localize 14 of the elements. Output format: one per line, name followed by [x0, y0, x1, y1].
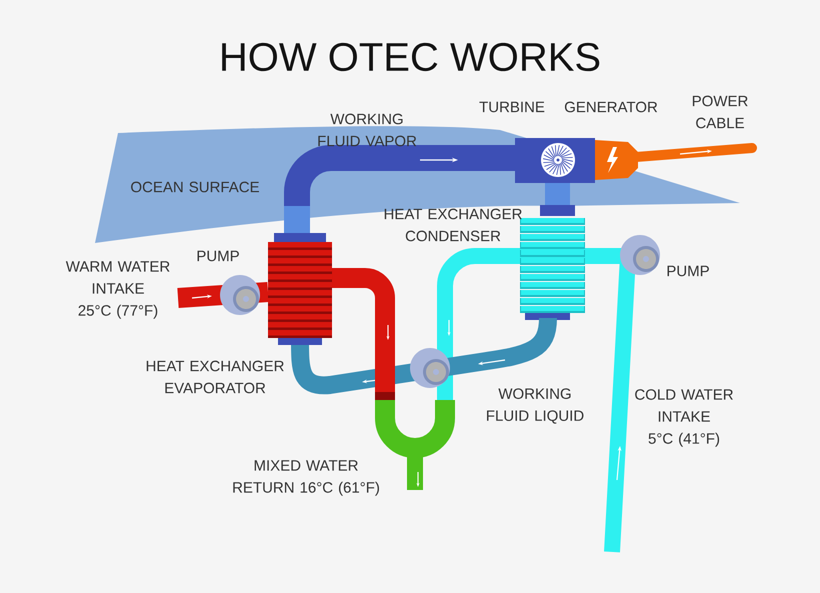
part-label: POWER CABLE [692, 96, 748, 128]
part-label: PUMP [668, 266, 709, 276]
part-label: MIXED WATER RETURN 16°C (61°F) [233, 460, 379, 496]
part-label: WORKING FLUID VAPOR [318, 114, 416, 146]
part-label: PUMP [198, 250, 239, 262]
title: HOW OTEC WORKS [222, 42, 600, 72]
part-label: HEAT EXCHANGER EVAPORATOR [146, 360, 284, 394]
part-label: WARM WATER INTAKE 25°C (77°F) [66, 261, 170, 319]
part-label: GENERATOR [564, 102, 658, 112]
part-label: COLD WATER INTAKE 5°C (41°F) [635, 389, 733, 447]
part-label: TURBINE [479, 102, 544, 112]
part-label: OCEAN SURFACE [131, 182, 259, 192]
part-label: WORKING FLUID LIQUID [487, 388, 584, 424]
part-label: HEAT EXCHANGER CONDENSER [384, 208, 522, 242]
